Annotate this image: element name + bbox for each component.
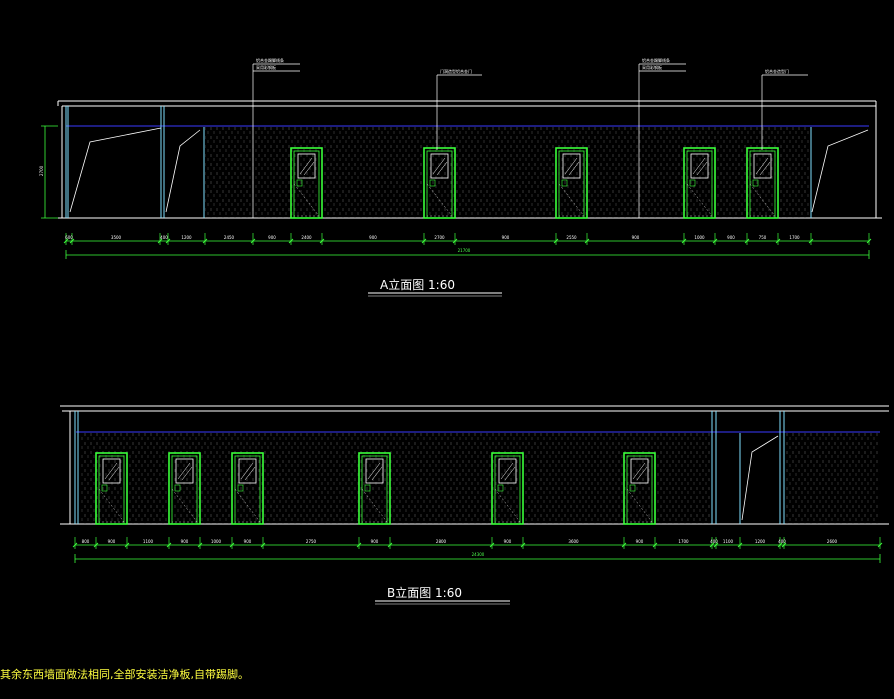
door-handle xyxy=(752,179,759,187)
callout-a-6: 铝合金造型门 xyxy=(765,68,789,74)
elevation-b-wall-panel-hatch-2 xyxy=(786,433,878,524)
dimension-label: 2700 xyxy=(434,235,445,240)
dimension-label: 1200 xyxy=(755,539,766,544)
door-glass xyxy=(365,458,384,484)
door-handle xyxy=(561,179,568,187)
dimension-label: 1200 xyxy=(181,235,192,240)
dimension-label: 900 xyxy=(181,539,189,544)
door-glass xyxy=(102,458,121,484)
door-handle xyxy=(689,179,696,187)
dimension-label: 1700 xyxy=(678,539,689,544)
door-glass xyxy=(175,458,194,484)
elevation-b-dimension-chain: 800 900 1100 900 1000 900 2750 900 2800 900 3600 90… xyxy=(72,537,883,549)
dimension-label: 2550 xyxy=(566,235,577,240)
elevation-b-total-dimension xyxy=(74,554,881,563)
door xyxy=(95,452,128,525)
callout-a-4: 铝合金踢脚线条 xyxy=(642,57,670,63)
elevation-b-columns xyxy=(74,411,785,524)
elevation-a: 铝合金踢脚线条 采用彩钢板 门洞造型铝合金门 铝合金踢脚线条 采用彩钢板 铝合金… xyxy=(39,57,882,297)
dimension-label: 2450 xyxy=(224,235,235,240)
door xyxy=(423,147,456,219)
dimension-label: 1100 xyxy=(143,539,154,544)
elevation-a-total-label: 21700 xyxy=(458,248,471,253)
door xyxy=(623,452,656,525)
elevation-a-height-label: 2700 xyxy=(39,165,44,176)
door-glass xyxy=(430,153,449,179)
door-handle xyxy=(364,484,371,492)
dimension-label: 2600 xyxy=(827,539,838,544)
dimension-label: 900 xyxy=(268,235,276,240)
dimension-label: 800 xyxy=(82,539,90,544)
dimension-label: 900 xyxy=(244,539,252,544)
dimension-label: 400 xyxy=(160,235,168,240)
callout-a-5: 采用彩钢板 xyxy=(642,64,662,70)
elevation-a-wall-panel-hatch xyxy=(205,127,811,218)
door-handle xyxy=(629,484,636,492)
elevation-a-callouts xyxy=(252,63,808,218)
elevation-b-sloped-opening xyxy=(741,435,779,521)
elevation-a-columns xyxy=(65,106,812,218)
dimension-label: 900 xyxy=(504,539,512,544)
dimension-label: 900 xyxy=(502,235,510,240)
door-glass xyxy=(690,153,709,179)
elevation-a-height-dimension xyxy=(41,125,58,219)
dimension-label: 2400 xyxy=(301,235,312,240)
dimension-label: 900 xyxy=(369,235,377,240)
dimension-label: 750 xyxy=(759,235,767,240)
elevation-b-title: B立面图 1:60 xyxy=(387,586,462,600)
dimension-label: 3500 xyxy=(111,235,122,240)
door-handle xyxy=(101,484,108,492)
door xyxy=(683,147,716,219)
door-handle xyxy=(174,484,181,492)
door xyxy=(168,452,201,525)
elevation-b-total-label: 24300 xyxy=(472,552,485,557)
dimension-label: 1100 xyxy=(723,539,734,544)
dimension-label: 1000 xyxy=(211,539,222,544)
door-handle xyxy=(237,484,244,492)
door-handle xyxy=(497,484,504,492)
elevation-b: 800 900 1100 900 1000 900 2750 900 2800 900 3600 90… xyxy=(60,405,889,605)
general-note: 其余东西墙面做法相同,全部安装洁净板,自带踢脚。 xyxy=(0,668,249,681)
dimension-label: 900 xyxy=(108,539,116,544)
door-glass xyxy=(297,153,316,179)
dimension-label: 1700 xyxy=(789,235,800,240)
door-glass xyxy=(562,153,581,179)
callout-a-1: 铝合金踢脚线条 xyxy=(256,57,284,63)
elevation-a-doors xyxy=(290,147,779,219)
elevation-b-wall-panel-hatch xyxy=(80,433,712,524)
door xyxy=(491,452,524,525)
elevation-a-sloped-openings xyxy=(69,127,869,213)
elevation-a-dimension-chain: 600 3500 400 1200 2450 900 2400 900 2700 900 2550 9… xyxy=(63,233,872,245)
dimension-label: 900 xyxy=(727,235,735,240)
dimension-label: 2800 xyxy=(436,539,447,544)
dimension-label: 3600 xyxy=(568,539,579,544)
door xyxy=(358,452,391,525)
door-glass xyxy=(498,458,517,484)
door-handle xyxy=(429,179,436,187)
dimension-label: 900 xyxy=(636,539,644,544)
elevation-a-total-dimension xyxy=(65,250,870,259)
elevation-a-title: A立面图 1:60 xyxy=(380,278,455,292)
dimension-label: 400 xyxy=(710,539,718,544)
door xyxy=(746,147,779,219)
door-glass xyxy=(630,458,649,484)
door xyxy=(290,147,323,219)
callout-a-2: 采用彩钢板 xyxy=(256,64,276,70)
dimension-label: 1000 xyxy=(694,235,705,240)
dimension-label: 900 xyxy=(371,539,379,544)
door-handle xyxy=(296,179,303,187)
door-glass xyxy=(238,458,257,484)
elevation-b-doors xyxy=(95,452,656,525)
dimension-label: 900 xyxy=(632,235,640,240)
dimension-label: 600 xyxy=(65,235,73,240)
dimension-label: 400 xyxy=(778,539,786,544)
callout-a-3: 门洞造型铝合金门 xyxy=(440,68,472,74)
door xyxy=(231,452,264,525)
door xyxy=(555,147,588,219)
dimension-label: 2750 xyxy=(306,539,317,544)
door-glass xyxy=(753,153,772,179)
